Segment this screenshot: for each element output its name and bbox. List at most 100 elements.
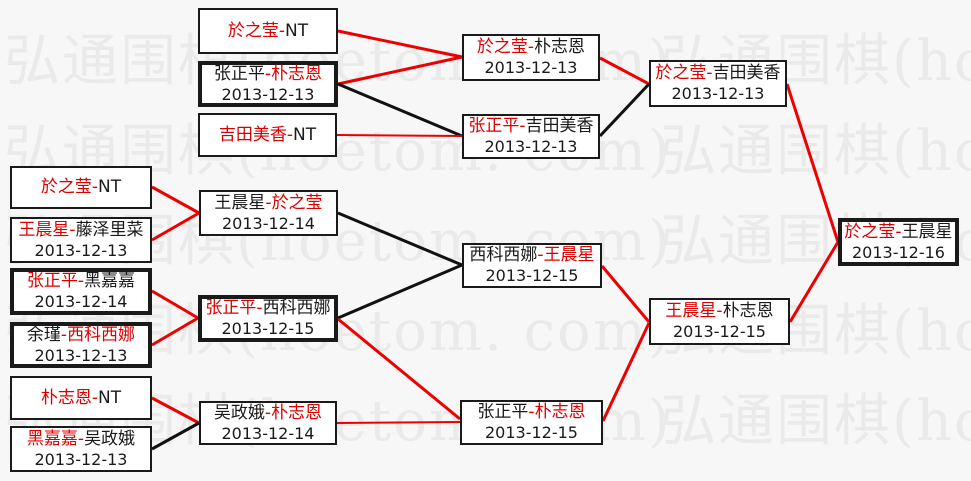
match-date: 2013-12-15 bbox=[485, 266, 579, 285]
player-name: 张正平 bbox=[205, 298, 257, 318]
match-date: 2013-12-14 bbox=[34, 292, 128, 311]
player-name: 王晨星 bbox=[901, 221, 953, 242]
match-players: 张正平-黑嘉嘉 bbox=[27, 271, 135, 292]
dash: - bbox=[264, 63, 272, 84]
connector-l3-m2 bbox=[151, 289, 199, 320]
connector-n2-p2 bbox=[601, 322, 651, 422]
match-date: 2013-12-13 bbox=[34, 345, 128, 365]
match-box-final: 於之莹-王晨星 2013-12-16 bbox=[838, 218, 959, 266]
dash: - bbox=[265, 192, 272, 213]
dash: - bbox=[256, 298, 263, 318]
player-name: 王晨星 bbox=[543, 245, 595, 265]
match-players: 张正平-吉田美香 bbox=[468, 116, 593, 137]
dash: - bbox=[528, 402, 535, 422]
dash: - bbox=[716, 301, 723, 321]
match-box: 张正平-黑嘉嘉 2013-12-14 bbox=[10, 268, 152, 315]
dash: - bbox=[519, 116, 526, 136]
match-players: 张正平-朴志恩 bbox=[477, 402, 585, 423]
match-players: 西科西娜-王晨星 bbox=[469, 245, 594, 266]
player-name: 西科西娜 bbox=[67, 324, 136, 345]
match-box: 吉田美香-NT bbox=[198, 113, 337, 157]
player-name: 於之莹 bbox=[40, 177, 92, 197]
player-name: 於之莹 bbox=[271, 192, 323, 213]
player-name: 藤泽里菜 bbox=[75, 219, 144, 240]
dash: - bbox=[69, 219, 76, 240]
dash: - bbox=[77, 428, 85, 449]
match-box: 於之莹-NT bbox=[10, 166, 152, 209]
player-name: NT bbox=[285, 20, 309, 41]
player-name: 於之莹 bbox=[476, 37, 528, 57]
connector-q1-final bbox=[785, 83, 840, 243]
player-name: 朴志恩 bbox=[40, 387, 92, 408]
match-date: 2013-12-14 bbox=[222, 213, 315, 233]
match-players: 黑嘉嘉-吴政娥 bbox=[27, 429, 135, 450]
match-box: 於之莹-吉田美香 2013-12-13 bbox=[649, 60, 787, 107]
dash: - bbox=[264, 402, 272, 423]
dash: - bbox=[895, 221, 902, 242]
match-date: 2013-12-16 bbox=[852, 242, 945, 262]
player-name: 张正平 bbox=[26, 271, 78, 291]
player-name: 张正平 bbox=[477, 402, 529, 422]
player-name: NT bbox=[98, 387, 122, 408]
player-name: 吴政娥 bbox=[84, 428, 136, 449]
dash: - bbox=[278, 20, 286, 41]
match-box: 张正平-朴志恩 2013-12-15 bbox=[460, 400, 603, 445]
connector-t2-s1 bbox=[337, 55, 463, 86]
connector-t1-s1 bbox=[337, 29, 463, 59]
match-date: 2013-12-15 bbox=[485, 423, 578, 442]
connector-t2-s2 bbox=[337, 82, 463, 138]
connector-n1-p2 bbox=[600, 265, 651, 323]
connector-l4-m2 bbox=[151, 316, 199, 347]
match-box: 於之莹-NT bbox=[198, 8, 338, 54]
match-box: 王晨星-朴志恩 2013-12-15 bbox=[649, 298, 790, 345]
match-players: 张正平-西科西娜 bbox=[205, 298, 330, 319]
match-players: 於之莹-朴志恩 bbox=[477, 37, 585, 58]
match-players: 於之莹-王晨星 bbox=[844, 222, 952, 243]
match-players: 於之莹-NT bbox=[228, 21, 308, 42]
player-name: 於之莹 bbox=[844, 221, 896, 242]
connector-p2-final bbox=[788, 241, 840, 323]
player-name: 张正平 bbox=[468, 116, 520, 136]
player-name: 朴志恩 bbox=[534, 402, 586, 422]
dash: - bbox=[706, 63, 713, 83]
player-name: NT bbox=[98, 177, 122, 197]
match-players: 於之莹-NT bbox=[41, 177, 121, 198]
connector-m2-n2 bbox=[337, 317, 461, 421]
player-name: 於之莹 bbox=[655, 63, 707, 83]
player-name: 於之莹 bbox=[227, 20, 279, 41]
match-box: 朴志恩-NT bbox=[10, 376, 152, 420]
match-date: 2013-12-13 bbox=[484, 137, 578, 156]
player-name: 吉田美香 bbox=[712, 63, 781, 83]
connector-l2-m1 bbox=[151, 211, 200, 242]
connector-l1-m1 bbox=[151, 185, 200, 215]
match-box: 吴政娥-朴志恩 2013-12-14 bbox=[199, 401, 337, 445]
player-name: 黑嘉嘉 bbox=[84, 271, 136, 291]
player-name: 朴志恩 bbox=[271, 63, 323, 84]
dash: - bbox=[537, 245, 544, 265]
connector-s2-q1 bbox=[598, 82, 651, 138]
match-players: 於之莹-吉田美香 bbox=[655, 63, 780, 84]
match-date: 2013-12-13 bbox=[484, 58, 578, 77]
connector-m1-n1 bbox=[337, 211, 463, 267]
player-name: 王晨星 bbox=[665, 301, 717, 321]
dash: - bbox=[527, 37, 535, 57]
match-date: 2013-12-13 bbox=[34, 449, 128, 469]
match-players: 王晨星-朴志恩 bbox=[665, 301, 773, 322]
connector-t3-s2 bbox=[336, 134, 463, 137]
player-name: 张正平 bbox=[213, 63, 265, 84]
player-name: 黑嘉嘉 bbox=[26, 428, 78, 449]
match-players: 张正平-朴志恩 bbox=[214, 64, 322, 85]
match-players: 朴志恩-NT bbox=[41, 388, 121, 409]
match-players: 吴政娥-朴志恩 bbox=[214, 403, 322, 424]
match-date: 2013-12-13 bbox=[671, 84, 765, 103]
match-box: 张正平-西科西娜 2013-12-15 bbox=[198, 295, 338, 342]
dash: - bbox=[286, 124, 294, 145]
match-box: 余瑾-西科西娜 2013-12-13 bbox=[10, 322, 152, 368]
player-name: 王晨星 bbox=[214, 192, 266, 213]
player-name: 西科西娜 bbox=[469, 245, 538, 265]
match-box: 张正平-朴志恩 2013-12-13 bbox=[198, 61, 338, 107]
connector-l5-m3 bbox=[151, 396, 200, 425]
match-box: 於之莹-朴志恩 2013-12-13 bbox=[462, 34, 600, 81]
